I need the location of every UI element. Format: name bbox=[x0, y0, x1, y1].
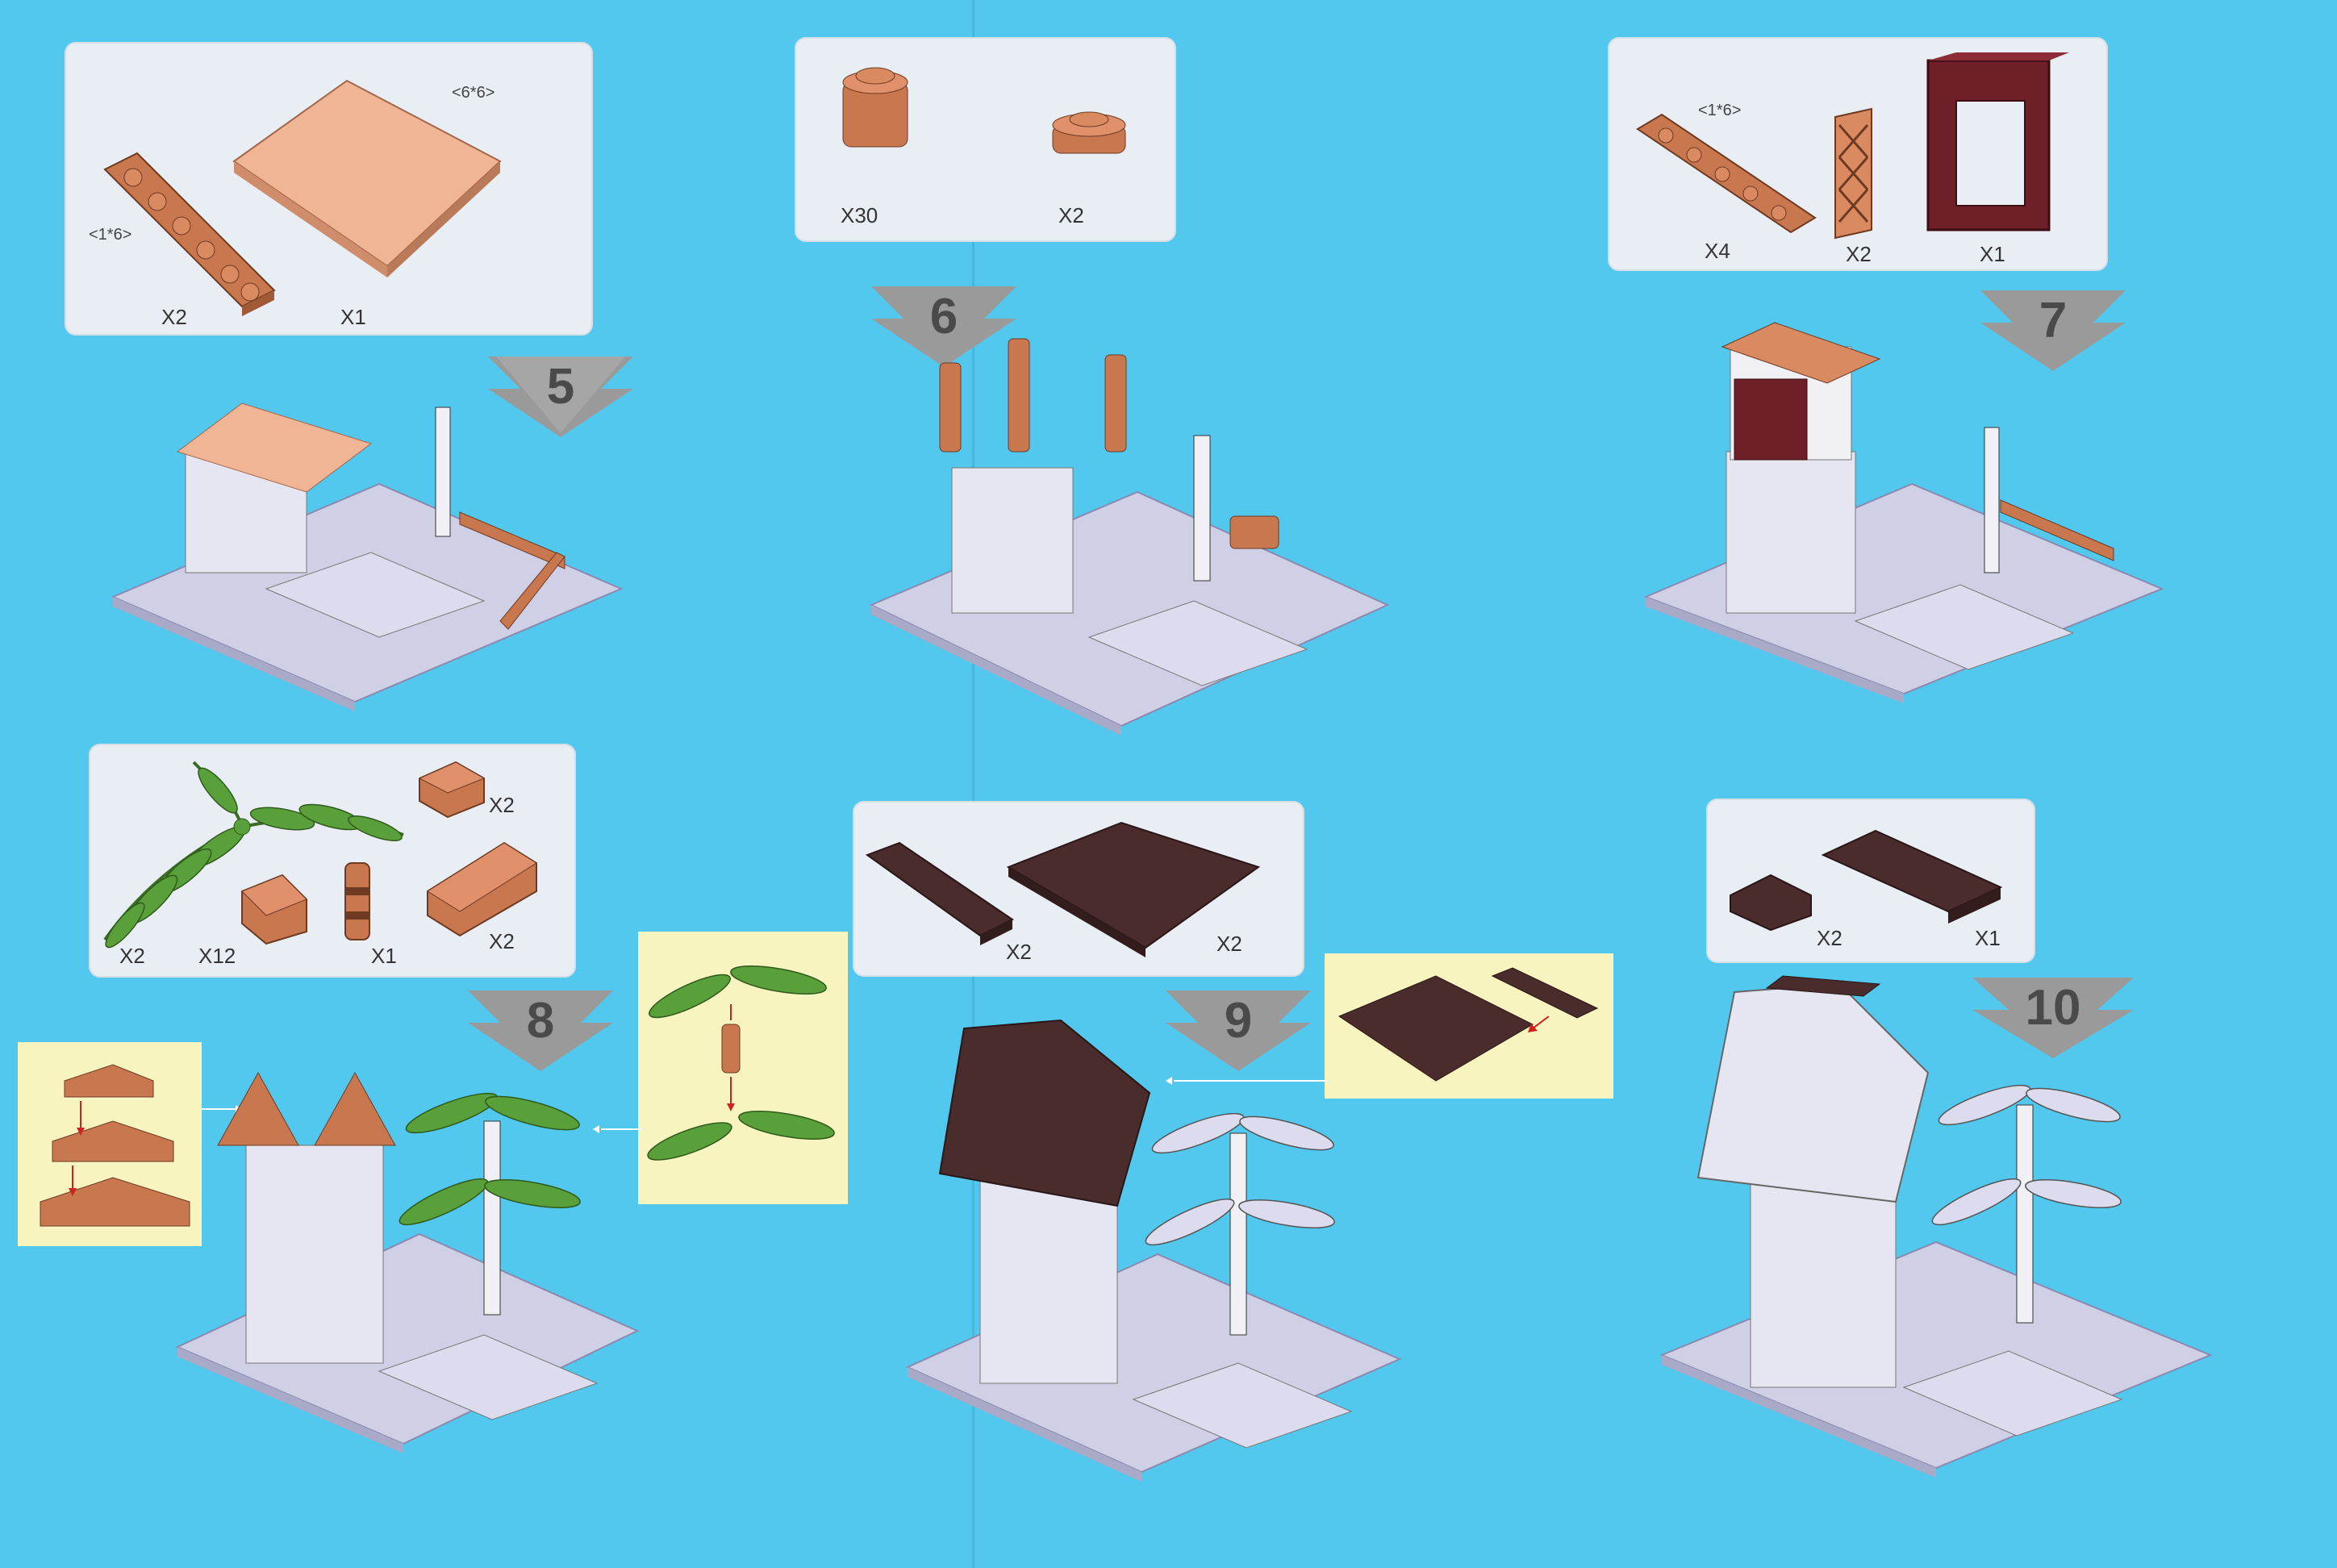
step-number: 9 bbox=[1224, 993, 1253, 1049]
hint-roof-tiles bbox=[1338, 967, 1599, 1082]
step-arrow-5: 5 bbox=[488, 357, 633, 437]
part-slope-1x4 bbox=[1821, 829, 2003, 924]
part-qty-label: X1 bbox=[371, 944, 397, 968]
page-fold bbox=[972, 0, 974, 1568]
assembly-step-7 bbox=[1643, 322, 2164, 703]
step-arrow-9: 9 bbox=[1166, 990, 1311, 1071]
part-window-frame bbox=[1926, 52, 2069, 231]
part-brick-1x4 bbox=[427, 841, 537, 937]
part-slope-brick bbox=[241, 874, 307, 945]
part-qty-label: X2 bbox=[489, 929, 515, 953]
part-qty-label: X2 bbox=[119, 944, 145, 968]
part-plate-1x6 bbox=[103, 152, 276, 316]
step-number: 7 bbox=[2039, 293, 2068, 348]
part-palm-trunk bbox=[344, 862, 370, 940]
connector-line bbox=[593, 1125, 641, 1133]
hint-palm-tree bbox=[647, 965, 835, 1161]
part-qty-label: X2 bbox=[1216, 932, 1242, 956]
assembly-step-10 bbox=[1659, 975, 2213, 1478]
part-qty-label: X2 bbox=[1058, 203, 1084, 227]
part-tile-6x6 bbox=[1006, 821, 1261, 957]
part-tile-1x6 bbox=[865, 841, 1014, 945]
part-round-plate bbox=[1052, 111, 1126, 154]
part-qty-label: X1 bbox=[340, 305, 366, 329]
step-number: 8 bbox=[526, 993, 555, 1049]
part-window-lattice bbox=[1834, 107, 1872, 240]
part-qty-label: X2 bbox=[1006, 940, 1032, 964]
assembly-step-6 bbox=[869, 338, 1390, 736]
part-qty-label: X2 bbox=[1817, 926, 1842, 950]
step-arrow-10: 10 bbox=[1972, 978, 2134, 1058]
assembly-step-8 bbox=[175, 1071, 640, 1453]
part-size-label: <6*6> bbox=[452, 84, 495, 102]
part-qty-label: X30 bbox=[841, 203, 878, 227]
step-number: 5 bbox=[546, 359, 575, 415]
part-round-brick bbox=[842, 67, 908, 148]
step-arrow-8: 8 bbox=[468, 990, 613, 1071]
assembly-step-9 bbox=[905, 1019, 1402, 1482]
part-qty-label: X2 bbox=[161, 305, 187, 329]
part-qty-label: X12 bbox=[198, 944, 236, 968]
part-plate-6x6 bbox=[232, 79, 502, 277]
part-qty-label: X4 bbox=[1705, 239, 1730, 263]
part-palm-leaves bbox=[103, 761, 404, 949]
part-qty-label: X2 bbox=[1846, 242, 1872, 266]
part-size-label: <1*6> bbox=[89, 226, 132, 244]
assembly-step-5 bbox=[111, 402, 624, 711]
step-number: 6 bbox=[929, 289, 958, 344]
part-qty-label: X2 bbox=[489, 793, 515, 817]
step-arrow-6: 6 bbox=[871, 286, 1016, 367]
connector-line bbox=[1166, 1077, 1327, 1085]
part-plate-1x6 bbox=[1636, 113, 1817, 234]
step-arrow-7: 7 bbox=[1980, 290, 2126, 371]
hint-roof-stack bbox=[40, 1064, 190, 1227]
part-slope-1x2 bbox=[1730, 874, 1812, 932]
step-number: 10 bbox=[2025, 980, 2081, 1036]
part-brick-1x2 bbox=[418, 761, 486, 819]
part-qty-label: X1 bbox=[1980, 242, 2005, 266]
part-size-label: <1*6> bbox=[1698, 102, 1742, 119]
part-qty-label: X1 bbox=[1975, 926, 2001, 950]
